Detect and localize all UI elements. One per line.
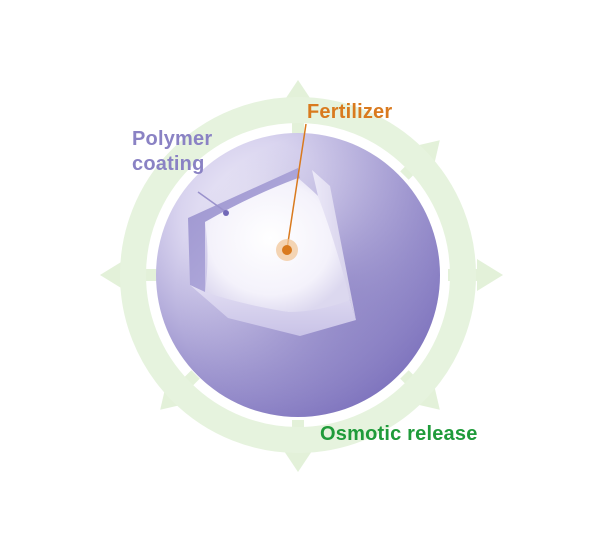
fertilizer-dot xyxy=(282,245,292,255)
polymer-label-line1: Polymer xyxy=(132,128,213,150)
osmotic-release-label: Osmotic release xyxy=(320,423,478,445)
fertilizer-leader-line xyxy=(286,123,307,250)
polymer-coating-label: Polymer coating xyxy=(132,127,212,177)
polymer-label-line2: coating xyxy=(132,153,205,175)
cutaway-bottom-face xyxy=(190,285,356,336)
fertilizer-label: Fertilizer xyxy=(307,101,393,123)
release-ring xyxy=(120,97,476,453)
polymer-leader-line xyxy=(197,191,227,213)
polymer-dot xyxy=(223,210,229,216)
cutaway-left-face xyxy=(188,168,300,292)
